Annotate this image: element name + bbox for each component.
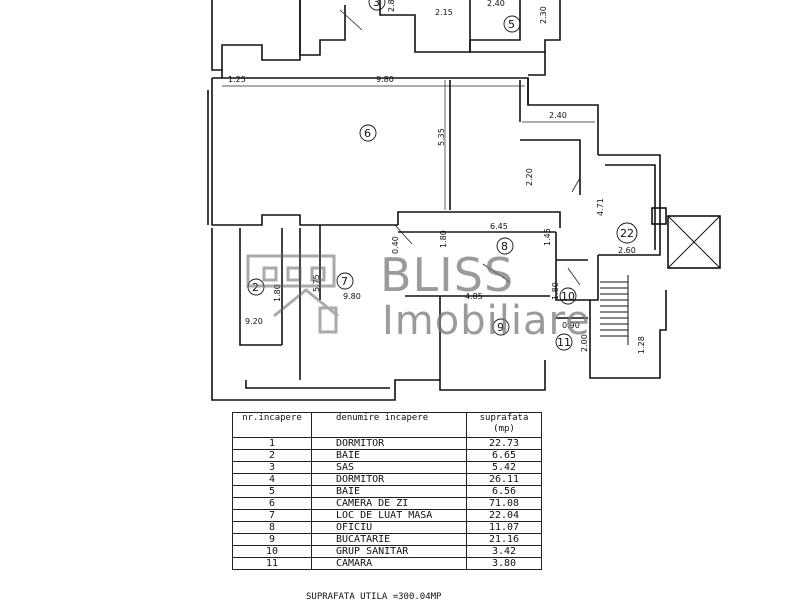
table-header-row: nr.incapere denumire incapere suprafata … bbox=[232, 412, 542, 438]
floor-plan: 1.25 9.80 5.35 2.40 2.20 4.71 2.60 6.45 … bbox=[207, 0, 721, 401]
row-area: 6.65 bbox=[466, 449, 542, 462]
room-label: 7 bbox=[341, 275, 348, 288]
row-name: BUCATARIE bbox=[311, 533, 467, 546]
watermark-subtitle: Imobiliare bbox=[382, 298, 591, 344]
dim-label: 4.85 bbox=[465, 292, 483, 301]
dim-label: 1.45 bbox=[543, 228, 552, 246]
dim-label: 1.25 bbox=[228, 75, 246, 84]
row-nr: 6 bbox=[232, 497, 312, 510]
row-name: BAIE bbox=[311, 449, 467, 462]
room-label: 6 bbox=[364, 127, 371, 140]
row-name: OFICIU bbox=[311, 521, 467, 534]
row-name: BAIE bbox=[311, 485, 467, 498]
row-area: 22.73 bbox=[466, 437, 542, 450]
row-name: SAS bbox=[311, 461, 467, 474]
dim-label: 1.80 bbox=[273, 284, 282, 302]
dim-label: 2.30 bbox=[539, 6, 548, 24]
row-area: 5.42 bbox=[466, 461, 542, 474]
row-name: GRUP SANITAR bbox=[311, 545, 467, 558]
dim-label: 2.60 bbox=[618, 246, 636, 255]
header-area-line2: (mp) bbox=[493, 424, 515, 434]
dim-label: 9.80 bbox=[343, 292, 361, 301]
row-nr: 1 bbox=[232, 437, 312, 450]
dim-label: 2.15 bbox=[435, 8, 453, 17]
row-nr: 3 bbox=[232, 461, 312, 474]
room-label: 10 bbox=[561, 290, 575, 303]
dim-label: 5.75 bbox=[312, 274, 321, 292]
dim-label: 2.40 bbox=[549, 111, 567, 120]
dim-label: 1.28 bbox=[637, 336, 646, 354]
header-name: denumire incapere bbox=[311, 412, 467, 438]
dim-label: 5.35 bbox=[437, 128, 446, 146]
dim-label: 9.20 bbox=[245, 317, 263, 326]
room-label: 9 bbox=[497, 321, 504, 334]
dim-label: 1.80 bbox=[439, 230, 448, 248]
row-area: 3.80 bbox=[466, 557, 542, 570]
watermark-title: BLISS bbox=[380, 248, 515, 302]
row-name: DORMITOR bbox=[311, 437, 467, 450]
dim-label: 4.71 bbox=[596, 198, 605, 216]
header-area: suprafata (mp) bbox=[466, 412, 542, 438]
row-nr: 4 bbox=[232, 473, 312, 486]
total-area-label: SUPRAFATA UTILA =300.04MP bbox=[306, 592, 442, 602]
row-area: 11.07 bbox=[466, 521, 542, 534]
row-nr: 11 bbox=[232, 557, 312, 570]
header-area-line1: suprafata bbox=[479, 413, 529, 423]
row-area: 21.16 bbox=[466, 533, 542, 546]
row-area: 22.04 bbox=[466, 509, 542, 522]
row-area: 26.11 bbox=[466, 473, 542, 486]
row-name: DORMITOR bbox=[311, 473, 467, 486]
row-area: 71.08 bbox=[466, 497, 542, 510]
dim-label: 2.20 bbox=[525, 168, 534, 186]
dim-label: 2.00 bbox=[580, 334, 589, 352]
row-nr: 8 bbox=[232, 521, 312, 534]
dim-label: 6.45 bbox=[490, 222, 508, 231]
dim-label: 1.80 bbox=[551, 282, 560, 300]
dim-label: 2.80 bbox=[387, 0, 396, 12]
row-nr: 9 bbox=[232, 533, 312, 546]
row-area: 6.56 bbox=[466, 485, 542, 498]
row-nr: 10 bbox=[232, 545, 312, 558]
room-area-table: nr.incapere denumire incapere suprafata … bbox=[232, 412, 542, 570]
row-name: CAMERA DE ZI bbox=[311, 497, 467, 510]
row-name: CAMARA bbox=[311, 557, 467, 570]
room-label: 5 bbox=[508, 18, 515, 31]
dim-label: 2.40 bbox=[487, 0, 505, 8]
bliss-logo-icon bbox=[246, 254, 339, 334]
dim-label: 0.90 bbox=[562, 321, 580, 330]
row-nr: 7 bbox=[232, 509, 312, 522]
room-label: 22 bbox=[620, 227, 634, 240]
room-label: 3 bbox=[373, 0, 380, 9]
header-nr: nr.incapere bbox=[232, 412, 312, 438]
row-nr: 5 bbox=[232, 485, 312, 498]
dim-label: 0.40 bbox=[391, 236, 400, 254]
row-nr: 2 bbox=[232, 449, 312, 462]
row-name: LOC DE LUAT MASA bbox=[311, 509, 467, 522]
room-label: 8 bbox=[501, 240, 508, 253]
row-area: 3.42 bbox=[466, 545, 542, 558]
dim-label: 9.80 bbox=[376, 75, 394, 84]
room-label: 11 bbox=[557, 336, 571, 349]
